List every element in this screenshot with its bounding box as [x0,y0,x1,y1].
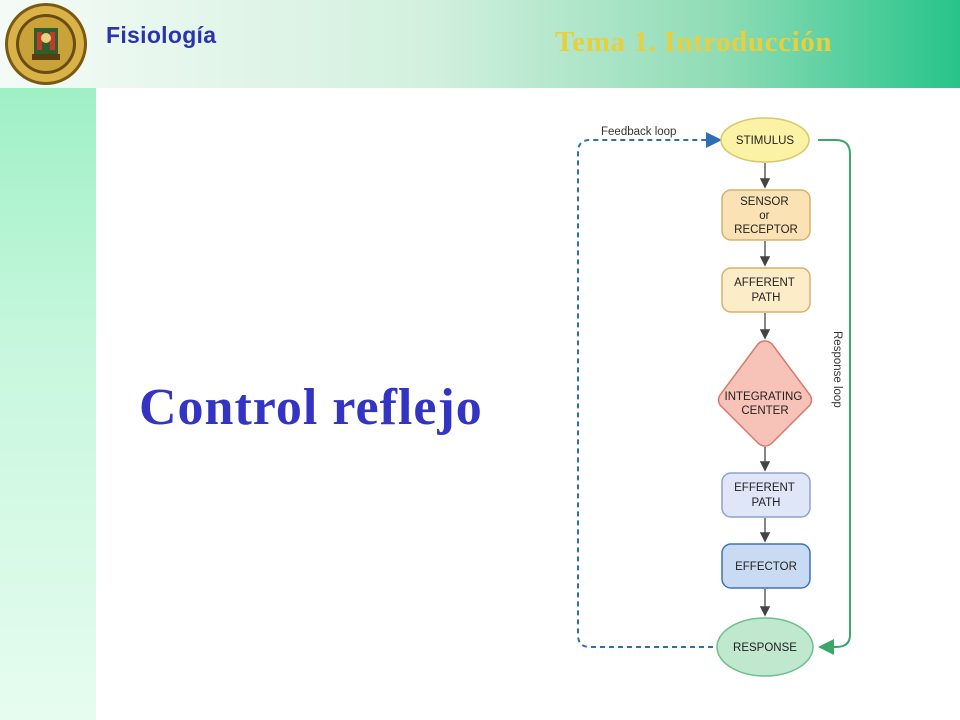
response-loop-path [818,139,851,655]
efferent-path-node [721,472,811,518]
effector-node [721,543,811,589]
sidebar-strip [0,88,96,720]
response-loop-label: Response loop [831,331,843,408]
feedback-loop-path [577,132,722,648]
university-seal-logo [5,3,87,85]
header-bar [0,0,960,88]
feedback-loop-label: Feedback loop [601,126,676,138]
topic-title: Tema 1. Introducción [555,26,833,58]
slide-title: Control reflejo [139,379,483,436]
reflex-control-diagram: Feedback loop Response loop STIMULUS SEN… [577,117,851,677]
sensor-node [721,189,811,241]
afferent-path-label: AFFERENT PATH [734,277,798,304]
stimulus-node [720,117,810,163]
app-title: Fisiología [106,22,217,48]
sensor-label: SENSOR or RECEPTOR [734,196,798,236]
afferent-path-node [721,267,811,313]
integrating-center-node [717,340,813,447]
response-node [716,617,814,677]
effector-label: EFFECTOR [735,561,797,573]
response-label: RESPONSE [733,642,797,654]
integrating-center-label: INTEGRATING CENTER [725,391,806,417]
efferent-path-label: EFFERENT PATH [734,482,798,509]
stimulus-label: STIMULUS [736,135,794,147]
